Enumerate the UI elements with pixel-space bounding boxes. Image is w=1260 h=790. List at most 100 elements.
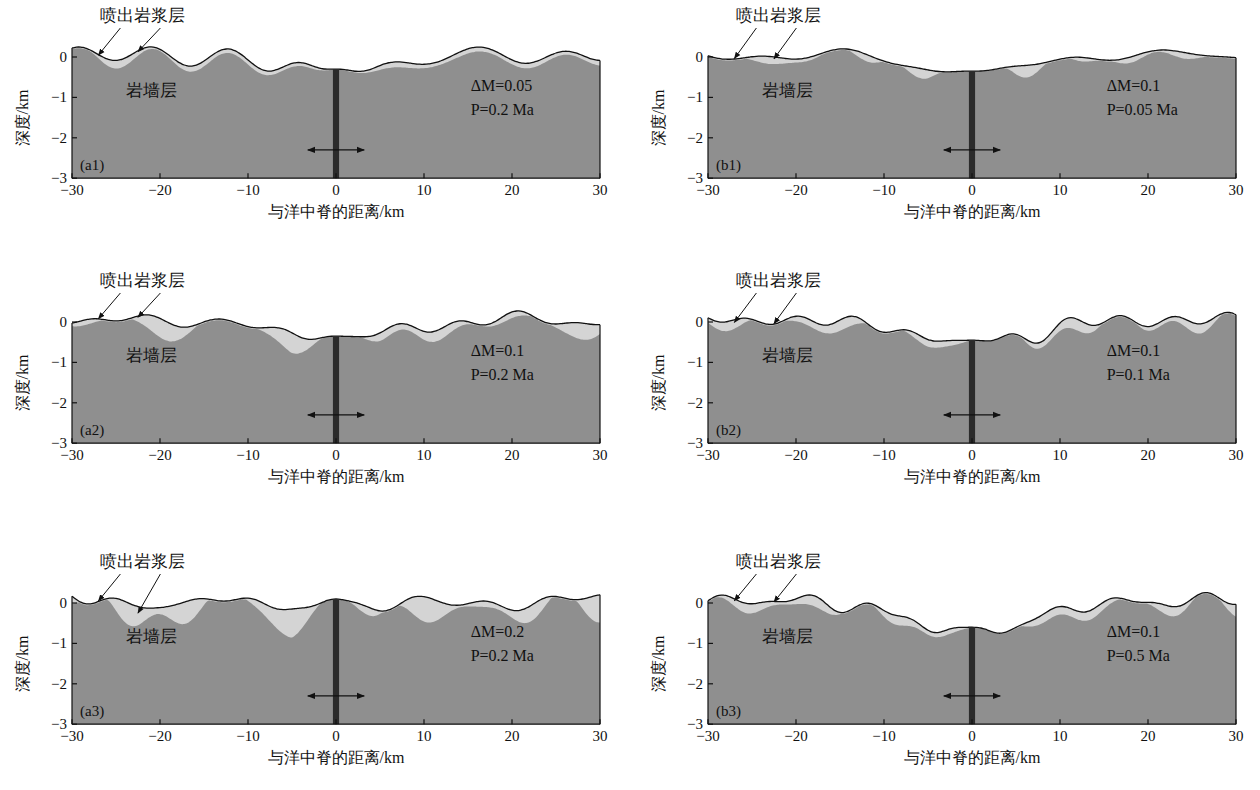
extrusive-layer (72, 311, 600, 443)
parameter-label: P=0.2 Ma (471, 367, 534, 385)
tick-label: −20 (148, 728, 171, 745)
dike-layer (72, 315, 600, 443)
layer-callout: 喷出岩浆层 (100, 7, 185, 26)
dike-layer (72, 598, 600, 725)
tick-label: 20 (1141, 447, 1156, 464)
layer-callout: 喷出岩浆层 (100, 272, 185, 291)
panel (708, 293, 1236, 443)
axis-title: 与洋中脊的距离/km (268, 749, 405, 767)
axis-title: 深度/km (650, 354, 668, 411)
tick-label: 30 (593, 182, 608, 199)
tick-label: 30 (593, 728, 608, 745)
axes (72, 48, 600, 178)
tick-label: −2 (51, 395, 67, 412)
axis-title: 与洋中脊的距离/km (904, 468, 1041, 486)
seafloor-line (708, 49, 1236, 72)
tick-label: 20 (505, 182, 520, 199)
axes (72, 322, 600, 443)
layer-callout: 喷出岩浆层 (736, 272, 821, 291)
tick-label: −10 (872, 447, 895, 464)
spreading-arrow (944, 149, 1000, 150)
seafloor-line (72, 47, 600, 72)
tick-label: −1 (687, 354, 703, 371)
parameter-label: P=0.5 Ma (1107, 648, 1170, 666)
dike (969, 627, 975, 724)
parameter-label: P=0.1 Ma (1107, 367, 1170, 385)
extrusive-layer (708, 49, 1236, 178)
tick-label: −1 (687, 89, 703, 106)
tick-label: −2 (687, 676, 703, 693)
dike (969, 340, 975, 443)
seafloor-line (72, 311, 600, 339)
leader-arrow (774, 28, 796, 59)
tick-label: −1 (51, 354, 67, 371)
tick-label: 0 (968, 447, 976, 464)
panel-label: (b2) (716, 422, 741, 439)
leader-arrow (774, 293, 796, 324)
tick-label: 0 (696, 49, 704, 66)
panel-label: (a2) (80, 422, 104, 439)
tick-label: −2 (51, 676, 67, 693)
parameter-label: ΔM=0.05 (471, 77, 533, 95)
axis-title: 深度/km (14, 354, 32, 411)
axis-title: 与洋中脊的距离/km (268, 468, 405, 486)
axis-title: 与洋中脊的距离/km (904, 749, 1041, 767)
tick-label: 0 (696, 314, 704, 331)
tick-label: −1 (51, 89, 67, 106)
tick-label: −10 (236, 182, 259, 199)
dike-layer (708, 50, 1236, 178)
tick-label: −30 (60, 182, 83, 199)
leader-arrow (734, 293, 756, 322)
layer-name: 岩墙层 (126, 347, 177, 366)
extrusive-layer (708, 312, 1236, 443)
tick-label: −20 (784, 728, 807, 745)
panel (72, 293, 600, 443)
axis-title: 深度/km (650, 89, 668, 146)
leader-arrow (138, 28, 160, 52)
leader-arrow (98, 28, 120, 55)
leader-arrow (138, 574, 160, 613)
tick-label: 10 (417, 182, 432, 199)
tick-label: −2 (687, 130, 703, 147)
tick-label: −30 (696, 182, 719, 199)
tick-label: 20 (505, 728, 520, 745)
tick-label: 10 (417, 447, 432, 464)
panel (72, 28, 600, 178)
panel-label: (b1) (716, 157, 741, 174)
axis-title: 深度/km (14, 635, 32, 692)
seafloor-line (708, 312, 1236, 343)
tick-label: −20 (784, 447, 807, 464)
tick-label: 10 (1053, 447, 1068, 464)
layer-name: 岩墙层 (126, 82, 177, 101)
tick-label: 0 (60, 595, 68, 612)
parameter-label: ΔM=0.1 (1107, 623, 1161, 641)
axis-title: 深度/km (14, 89, 32, 146)
tick-label: 30 (1229, 182, 1244, 199)
spreading-arrow (308, 414, 364, 415)
leader-arrow (734, 28, 756, 59)
panel-label: (b3) (716, 703, 741, 720)
axis-title: 与洋中脊的距离/km (268, 203, 405, 221)
tick-label: −30 (696, 728, 719, 745)
dike-layer (708, 314, 1236, 444)
parameter-label: P=0.05 Ma (1107, 102, 1178, 120)
tick-label: −2 (51, 130, 67, 147)
tick-label: 0 (60, 314, 68, 331)
layer-name: 岩墙层 (762, 628, 813, 647)
tick-label: 30 (593, 447, 608, 464)
layer-name: 岩墙层 (762, 347, 813, 366)
leader-arrow (774, 574, 796, 602)
axis-title: 深度/km (650, 635, 668, 692)
tick-label: −1 (51, 635, 67, 652)
tick-label: −2 (687, 395, 703, 412)
spreading-arrow (308, 149, 364, 150)
layer-name: 岩墙层 (126, 628, 177, 647)
tick-label: −20 (148, 182, 171, 199)
parameter-label: ΔM=0.2 (471, 623, 525, 641)
axes (708, 315, 1236, 443)
extrusive-layer (72, 47, 600, 178)
tick-label: −20 (784, 182, 807, 199)
panel-label: (a3) (80, 703, 104, 720)
leader-arrow (138, 293, 160, 317)
tick-label: −10 (872, 182, 895, 199)
